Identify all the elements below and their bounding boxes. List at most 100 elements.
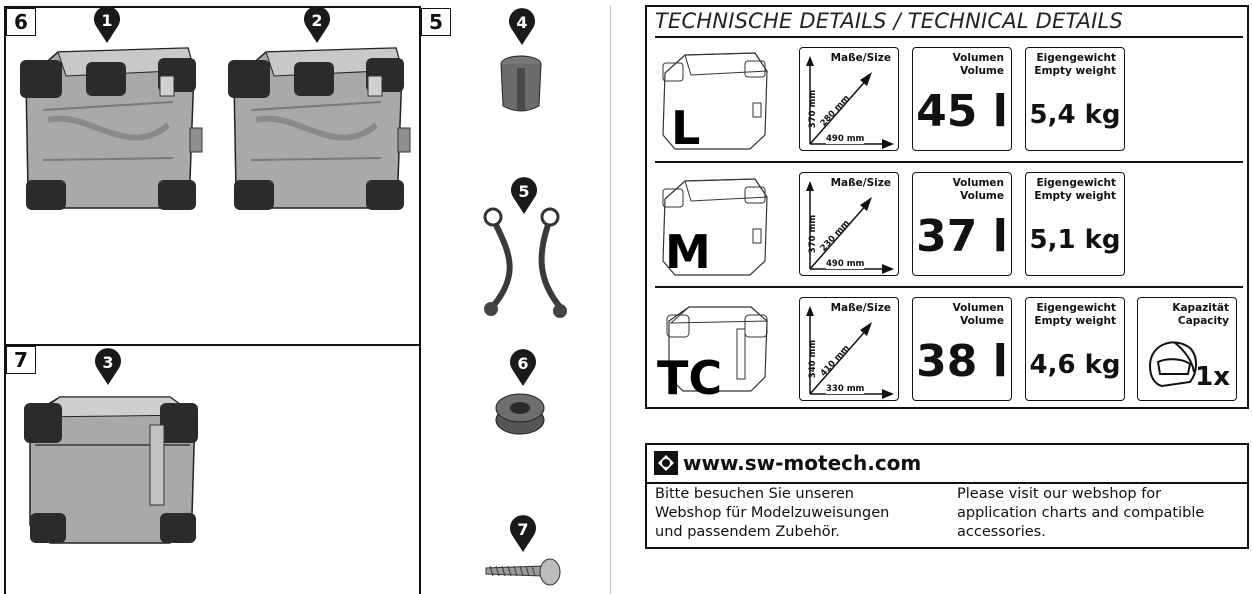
capacity-value-tc: 1x [1195,362,1230,392]
volume-value-m: 37 l [916,211,1008,262]
weight-label-de: Eigengewicht [1036,52,1116,64]
size-label: Maße/Size [830,177,891,189]
webshop-text-en-line: Please visit our webshop for [957,486,1162,502]
marker-pin-2: 2 [302,6,332,44]
marker-pin-5-label: 5 [518,182,530,201]
weight-label-de: Eigengewicht [1036,177,1116,189]
height-dimension: 370 mm [808,214,819,254]
row-divider [655,286,1243,288]
section-number-7: 7 [6,346,36,374]
weight-label-en: Empty weight [1034,65,1116,77]
marker-pin-5: 5 [509,177,539,215]
weight-value-m: 5,1 kg [1029,225,1121,255]
volume-value-l: 45 l [916,86,1008,137]
weight-label-de: Eigengewicht [1036,302,1116,314]
webshop-url-link[interactable]: www.sw-motech.com [683,451,922,475]
top-border-line [4,6,421,8]
helmet-icon [1148,341,1197,388]
marker-pin-1: 1 [92,6,122,44]
size-label: Maße/Size [830,52,891,64]
marker-pin-3: 3 [93,348,123,386]
divider-line-left [419,6,421,594]
size-label: Maße/Size [830,302,891,314]
height-dimension: 370 mm [808,89,819,129]
capacity-label-en: Capacity [1177,315,1229,327]
capacity-label-de: Kapazität [1172,302,1229,314]
webshop-text-de-line: Bitte besuchen Sie unseren [655,486,854,502]
marker-pin-2-label: 2 [311,11,323,30]
volume-label-en: Volume [960,190,1004,202]
volume-label-de: Volumen [952,177,1004,189]
webshop-text-de-line: und passendem Zubehör. [655,524,840,540]
marker-pin-7-label: 7 [517,520,529,539]
volume-label-de: Volumen [952,52,1004,64]
case-l-outline-icon [662,52,768,150]
marker-pin-1-label: 1 [101,11,113,30]
marker-pin-4-label: 4 [516,13,528,32]
volume-label-en: Volume [960,65,1004,77]
marker-pin-4: 4 [507,8,537,46]
case-tc-outline-icon [666,306,769,392]
width-dimension: 490 mm [826,134,865,144]
technical-details-table: TECHNISCHE DETAILS / TECHNICAL DETAILS L… [645,5,1249,409]
side-case-right-image [228,47,411,210]
webshop-info-box: www.sw-motech.com Bitte besuchen Sie uns… [645,443,1249,549]
section-divider-line [4,344,421,346]
weight-label-en: Empty weight [1034,315,1116,327]
marker-pin-6-label: 6 [517,354,529,373]
part-7-screw-image [485,558,561,586]
webshop-header: www.sw-motech.com [647,445,1247,484]
volume-label-de: Volumen [952,302,1004,314]
case-m-outline-icon [662,178,768,276]
weight-value-tc: 4,6 kg [1029,350,1121,380]
webshop-text-en-line: application charts and compatible [957,505,1205,521]
part-6-spacer-image [495,393,545,435]
section-number-5: 5 [421,8,451,36]
webshop-text-en: Please visit our webshop for application… [957,485,1204,542]
marker-pin-6: 6 [508,349,538,387]
part-4-bushing-image [500,55,542,112]
volume-value-tc: 38 l [916,336,1008,387]
dimension-arrows-icon [806,56,894,149]
webshop-text-de-line: Webshop für Modelzuweisungen [655,505,890,521]
width-dimension: 330 mm [826,384,865,394]
size-letter-l: L [671,101,701,155]
dimension-arrows-icon [806,181,894,274]
size-cell-m: Maße/Size 370 mm 230 mm 490 mm [799,172,899,276]
size-letter-m: M [665,225,711,279]
marker-pin-3-label: 3 [102,353,114,372]
sw-motech-logo-icon [654,451,678,475]
marker-pin-7: 7 [508,515,538,553]
section-number-6: 6 [6,8,36,36]
webshop-text-de: Bitte besuchen Sie unseren Webshop für M… [655,485,889,542]
top-case-image [24,396,198,544]
row-divider [655,161,1243,163]
volume-label-en: Volume [960,315,1004,327]
part-5-straps-image [483,207,567,318]
divider-line-parts [610,6,611,594]
size-cell-tc: Maße/Size 340 mm 410 mm 330 mm [799,297,899,401]
webshop-text-en-line: accessories. [957,524,1046,540]
left-border-line [4,6,6,594]
weight-value-l: 5,4 kg [1029,100,1121,130]
row-divider [655,36,1243,38]
weight-label-en: Empty weight [1034,190,1116,202]
technical-details-title: TECHNISCHE DETAILS / TECHNICAL DETAILS [655,9,1123,33]
size-letter-tc: TC [657,351,723,405]
side-case-left-image [20,47,203,210]
dimension-arrows-icon [806,306,894,399]
